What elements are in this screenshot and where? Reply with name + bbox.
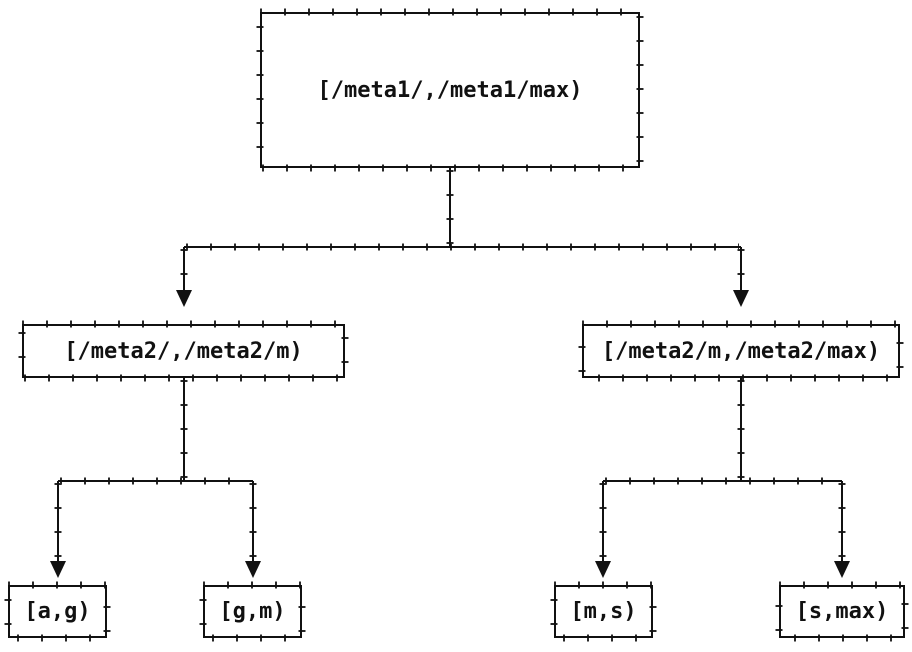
node-left-subrange: [/meta2/,/meta2/m) [22, 324, 345, 378]
arrowhead-down-icon [245, 561, 261, 578]
edge-root-to-children [176, 168, 749, 307]
arrowhead-down-icon [176, 290, 192, 307]
arrowhead-down-icon [595, 561, 611, 578]
node-leaf-a-g: [a,g) [8, 585, 107, 638]
node-root-interval: [/meta1/,/meta1/max) [260, 12, 640, 168]
edge-left-to-leaves [50, 378, 261, 578]
node-leaf-s-max: [s,max) [779, 585, 905, 638]
edge-right-to-leaves [595, 378, 850, 578]
node-right-subrange: [/meta2/m,/meta2/max) [582, 324, 900, 378]
arrowhead-down-icon [834, 561, 850, 578]
arrowhead-down-icon [733, 290, 749, 307]
node-leaf-g-m: [g,m) [203, 585, 302, 638]
node-leaf-m-s: [m,s) [554, 585, 653, 638]
arrowhead-down-icon [50, 561, 66, 578]
